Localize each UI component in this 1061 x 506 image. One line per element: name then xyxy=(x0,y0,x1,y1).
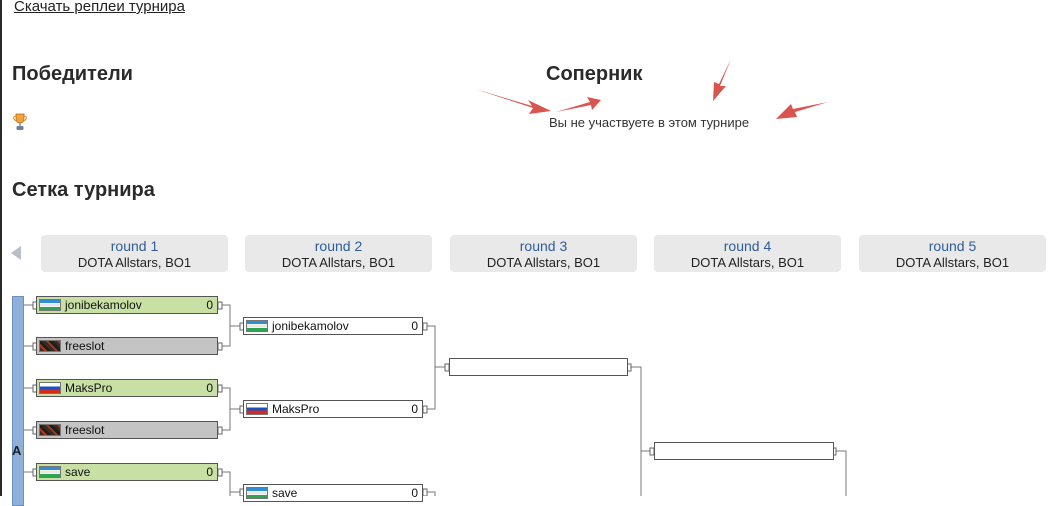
round-format: DOTA Allstars, BO1 xyxy=(486,255,601,270)
player-score: 0 xyxy=(411,402,418,416)
left-border xyxy=(0,0,2,496)
player-name: jonibekamolov xyxy=(65,298,142,312)
uz-flag-icon xyxy=(39,466,61,478)
opponent-heading: Соперник xyxy=(546,63,643,85)
player-name: save xyxy=(272,486,298,500)
round-tab-1[interactable]: round 1 DOTA Allstars, BO1 xyxy=(41,235,228,272)
player-name: MaksPro xyxy=(65,381,113,395)
match-slot[interactable]: save 0 xyxy=(243,484,423,502)
round-tab-5[interactable]: round 5 DOTA Allstars, BO1 xyxy=(859,235,1046,272)
player-score: 0 xyxy=(206,465,213,479)
round-name: round 5 xyxy=(928,238,977,254)
freeslot-icon xyxy=(39,340,61,352)
download-replays-link[interactable]: Скачать реплеи турнира xyxy=(14,0,185,15)
round-tab-2[interactable]: round 2 DOTA Allstars, BO1 xyxy=(245,235,432,272)
match-slot[interactable]: jonibekamolov 0 xyxy=(36,296,218,314)
player-name: freeslot xyxy=(65,339,105,353)
not-participating-text: Вы не участвуете в этом турнире xyxy=(549,115,750,130)
freeslot-icon xyxy=(39,424,61,436)
uz-flag-icon xyxy=(246,487,268,499)
match-slot-empty[interactable] xyxy=(449,358,628,376)
round-format: DOTA Allstars, BO1 xyxy=(895,255,1010,270)
player-name: MaksPro xyxy=(272,402,320,416)
prev-round-arrow-icon[interactable] xyxy=(11,246,21,260)
winners-heading: Победители xyxy=(12,63,133,85)
group-label: A xyxy=(12,443,22,458)
ru-flag-icon xyxy=(246,403,268,415)
match-slot[interactable]: jonibekamolov 0 xyxy=(243,317,423,335)
match-slot[interactable]: MaksPro 0 xyxy=(243,400,423,418)
match-slot[interactable]: save 0 xyxy=(36,463,218,481)
uz-flag-icon xyxy=(39,299,61,311)
bracket-heading: Сетка турнира xyxy=(12,179,155,201)
round-name: round 4 xyxy=(723,238,772,254)
round-name: round 2 xyxy=(314,238,363,254)
player-score: 0 xyxy=(206,381,213,395)
round-format: DOTA Allstars, BO1 xyxy=(690,255,805,270)
player-score: 0 xyxy=(206,298,213,312)
round-format: DOTA Allstars, BO1 xyxy=(77,255,192,270)
round-name: round 1 xyxy=(110,238,159,254)
match-slot[interactable]: freeslot xyxy=(36,421,218,439)
player-score: 0 xyxy=(411,486,418,500)
player-name: freeslot xyxy=(65,423,105,437)
round-name: round 3 xyxy=(519,238,568,254)
round-tab-3[interactable]: round 3 DOTA Allstars, BO1 xyxy=(450,235,637,272)
player-name: save xyxy=(65,465,91,479)
player-name: jonibekamolov xyxy=(272,319,349,333)
uz-flag-icon xyxy=(246,320,268,332)
match-slot[interactable]: MaksPro 0 xyxy=(36,379,218,397)
round-tab-4[interactable]: round 4 DOTA Allstars, BO1 xyxy=(654,235,841,272)
trophy-icon xyxy=(13,113,27,130)
player-score: 0 xyxy=(411,319,418,333)
match-slot[interactable]: freeslot xyxy=(36,337,218,355)
match-slot-empty[interactable] xyxy=(654,442,834,460)
round-format: DOTA Allstars, BO1 xyxy=(281,255,396,270)
ru-flag-icon xyxy=(39,382,61,394)
